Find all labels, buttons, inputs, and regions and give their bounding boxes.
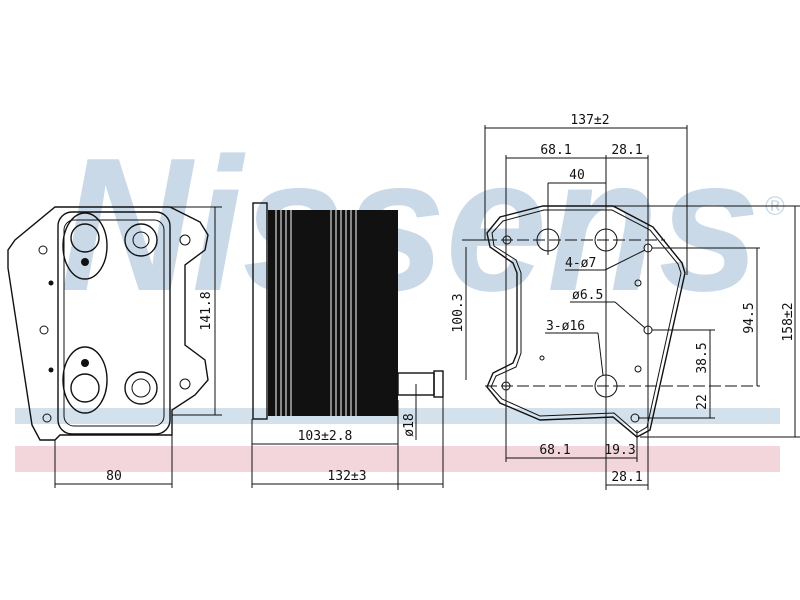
front-view: 141.8 80 xyxy=(7,206,222,488)
mount-small-hole-label: ø6.5 xyxy=(572,288,603,303)
mount-bolt-holes-label: 4-ø7 xyxy=(565,256,596,271)
mount-port-holes-label: 3-ø16 xyxy=(546,319,585,334)
mount-bottom-right-label: 28.1 xyxy=(611,470,642,485)
mount-bottom-left-offset-label: 68.1 xyxy=(539,443,570,458)
mount-hole-spacing-label: 40 xyxy=(569,168,585,183)
side-pipe-label: ø18 xyxy=(402,413,417,436)
watermark-brand: Nissens xyxy=(60,119,760,331)
mount-vertical-38-label: 38.5 xyxy=(695,342,710,373)
watermark: Nissens ® xyxy=(15,119,788,472)
side-overall-label: 132±3 xyxy=(327,469,366,484)
mount-vertical-22-label: 22 xyxy=(695,394,710,410)
mount-top-right-offset-label: 28.1 xyxy=(611,143,642,158)
mount-overall-width-label: 137±2 xyxy=(570,113,609,128)
side-core-label: 103±2.8 xyxy=(298,429,353,444)
mount-view: 137±2 68.1 28.1 40 158±2 94.5 38.5 22 10… xyxy=(451,113,800,490)
side-view: 103±2.8 132±3 ø18 xyxy=(251,202,444,490)
registered-mark: ® xyxy=(762,192,788,222)
mount-bottom-mid-label: 19.3 xyxy=(604,443,635,458)
mount-overall-height-label: 158±2 xyxy=(781,302,796,341)
front-height-label: 141.8 xyxy=(199,291,214,330)
mount-vertical-94-label: 94.5 xyxy=(742,302,757,333)
mount-top-left-offset-label: 68.1 xyxy=(540,143,571,158)
front-width-label: 80 xyxy=(106,469,122,484)
mount-vertical-100-label: 100.3 xyxy=(451,293,466,332)
